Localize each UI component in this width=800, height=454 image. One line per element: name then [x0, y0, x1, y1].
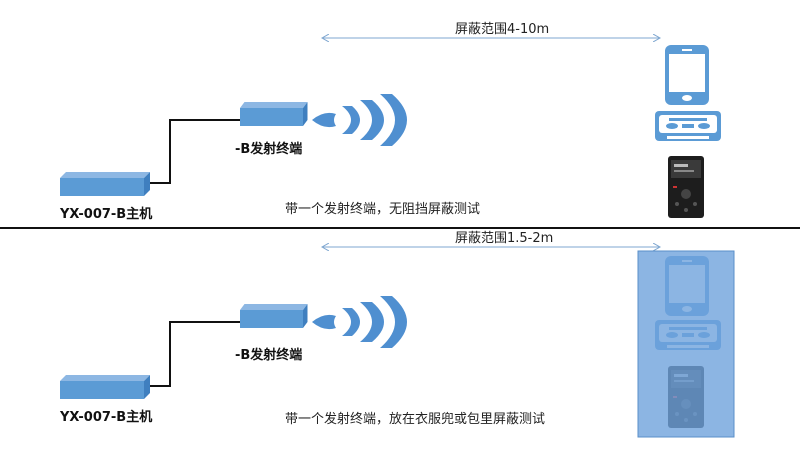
phone-icon	[665, 45, 709, 105]
range-label: 屏蔽范围1.5-2m	[455, 231, 553, 246]
terminal-label: -B发射终端	[235, 141, 302, 157]
caption: 带一个发射终端，放在衣服兜或包里屏蔽测试	[285, 411, 545, 427]
cassette-icon	[655, 111, 721, 141]
terminal-device	[240, 102, 308, 126]
cable	[150, 321, 240, 387]
caption: 带一个发射终端，无阻挡屏蔽测试	[285, 201, 480, 217]
shield-overlay	[637, 250, 735, 438]
host-device	[60, 375, 150, 399]
host-label: YX-007-B主机	[59, 409, 152, 425]
wireless-waves-icon	[312, 296, 407, 348]
host-label: YX-007-B主机	[59, 206, 152, 222]
cable	[150, 119, 240, 184]
top-scenario: 屏蔽范围4-10m -B发射终端 YX-007-B主机 带一个发射终端，无阻挡屏…	[59, 22, 721, 222]
terminal-device	[240, 304, 308, 328]
voice-recorder-icon	[668, 156, 704, 218]
terminal-label: -B发射终端	[235, 347, 302, 363]
wireless-waves-icon	[312, 94, 407, 146]
bottom-scenario: 屏蔽范围1.5-2m -B发射终端 YX-007-B主机 带一个发射终端，放在衣…	[59, 231, 735, 438]
host-device	[60, 172, 150, 196]
range-label: 屏蔽范围4-10m	[455, 22, 549, 37]
